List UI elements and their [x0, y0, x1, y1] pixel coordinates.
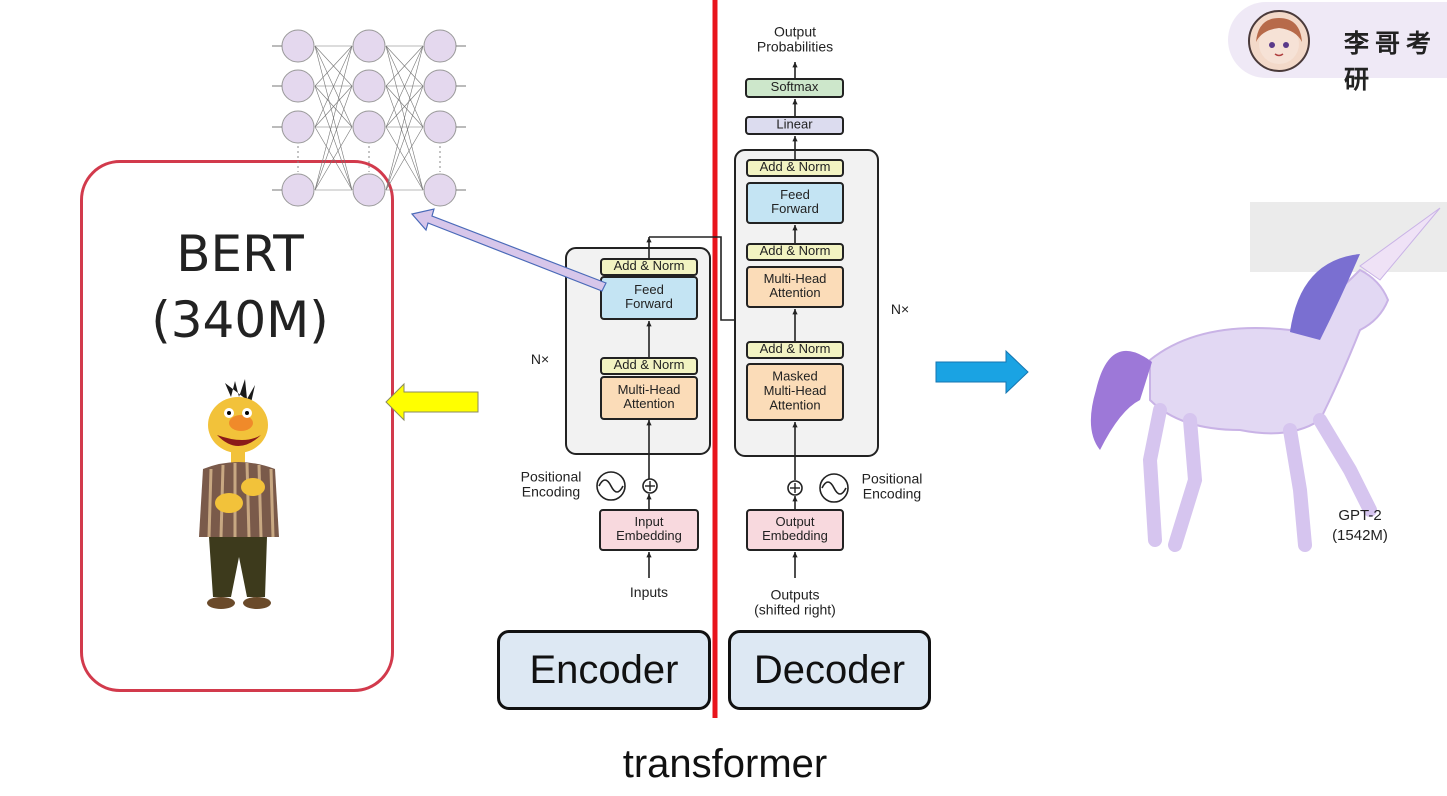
nn-node: [423, 110, 457, 144]
transformer-caption: transformer: [622, 742, 828, 786]
decoder-label: Decoder: [728, 630, 931, 710]
nn-edge: [314, 85, 353, 191]
unicorn-tail: [1090, 350, 1152, 450]
anime-girl-avatar-icon: [1248, 10, 1310, 72]
decoder-arrow-input-head: [792, 552, 798, 558]
decoder-softmax-text: Softmax: [771, 79, 819, 94]
encoder-block-1: [600, 276, 698, 320]
encoder-inputs-label: Inputs: [630, 584, 668, 600]
nn-node: [423, 173, 457, 207]
nn-pointer-arrow-icon: [410, 208, 607, 292]
encoder-arrow-out-head: [646, 237, 652, 243]
bert-puppet-icon: [183, 377, 293, 622]
decoder-block-5: [746, 363, 844, 421]
gpt2-label: GPT-2 (1542M): [1320, 506, 1400, 546]
decoder-block-0-text: Add & Norm: [760, 159, 831, 174]
encoder-block-2-text: Add & Norm: [614, 357, 685, 372]
nn-edge: [385, 126, 424, 191]
encoder-sine-wave: [598, 479, 624, 493]
blue-arrow-icon: [935, 349, 1029, 395]
nn-node: [352, 173, 386, 207]
bert-params: (340M): [151, 291, 329, 349]
decoder-repeat-label: N×: [891, 301, 909, 317]
encoder-block-3: [600, 376, 698, 420]
decoder-arrow-masked-head: [792, 422, 798, 428]
decoder-linear-text: Linear: [776, 117, 813, 132]
gpt2-params: (1542M): [1332, 527, 1388, 544]
nn-node: [423, 69, 457, 103]
decoder-arrow-output-head: [792, 62, 798, 68]
encoder-arrow-input-head: [646, 552, 652, 558]
nn-edge: [385, 45, 424, 191]
bert-panel: BERT (340M): [80, 160, 394, 692]
nn-node: [281, 110, 315, 144]
decoder-block-3: [746, 266, 844, 308]
decoder-block-1: [746, 182, 844, 224]
decoder-arrow-attn-head: [792, 309, 798, 315]
encoder-arrow-ff-head: [646, 321, 652, 327]
nn-edge: [385, 85, 424, 128]
gpt2-name: GPT-2: [1338, 507, 1382, 524]
nn-node: [352, 110, 386, 144]
decoder-sine-wave: [821, 481, 847, 495]
encoder-label: Encoder: [497, 630, 711, 710]
decoder-arrow-ff-head: [792, 225, 798, 231]
bert-title: BERT: [176, 225, 304, 283]
brand-name: 李哥考研: [1344, 29, 1438, 94]
encoder-arrow-attn-head: [646, 420, 652, 426]
nn-edge: [314, 45, 353, 128]
nn-edge: [385, 45, 424, 87]
decoder-outputs-label: Outputs(shifted right): [754, 586, 836, 617]
unicorn-horn: [1359, 207, 1441, 281]
unicorn-body: [1149, 268, 1390, 435]
unicorn-mane: [1290, 254, 1360, 340]
nn-edge: [385, 45, 424, 128]
nn-node: [281, 69, 315, 103]
encoder-repeat-label: N×: [531, 351, 549, 367]
encoder-arrow-emb-head: [646, 494, 652, 500]
yellow-arrow-icon: [385, 382, 479, 422]
decoder-arrow-emb-head: [792, 496, 798, 502]
nn-edge: [314, 126, 353, 191]
nn-node: [281, 173, 315, 207]
nn-node: [352, 69, 386, 103]
nn-node: [281, 29, 315, 63]
nn-edge: [314, 45, 353, 191]
decoder-arrow-linear-head: [792, 136, 798, 142]
encoder-block-0-text: Add & Norm: [614, 258, 685, 273]
decoder-block-4-text: Add & Norm: [760, 341, 831, 356]
unicorn-icon: [1090, 202, 1447, 552]
nn-edge: [314, 45, 353, 87]
decoder-block-2-text: Add & Norm: [760, 243, 831, 258]
brand-badge: 李哥考研: [1228, 2, 1447, 94]
decoder-arrow-softmax-head: [792, 99, 798, 105]
nn-edge: [385, 85, 424, 191]
unicorn-legs: [1142, 403, 1377, 552]
neural-network-icon: [272, 29, 466, 207]
nn-edge: [314, 85, 353, 128]
nn-node: [352, 29, 386, 63]
nn-node: [423, 29, 457, 63]
